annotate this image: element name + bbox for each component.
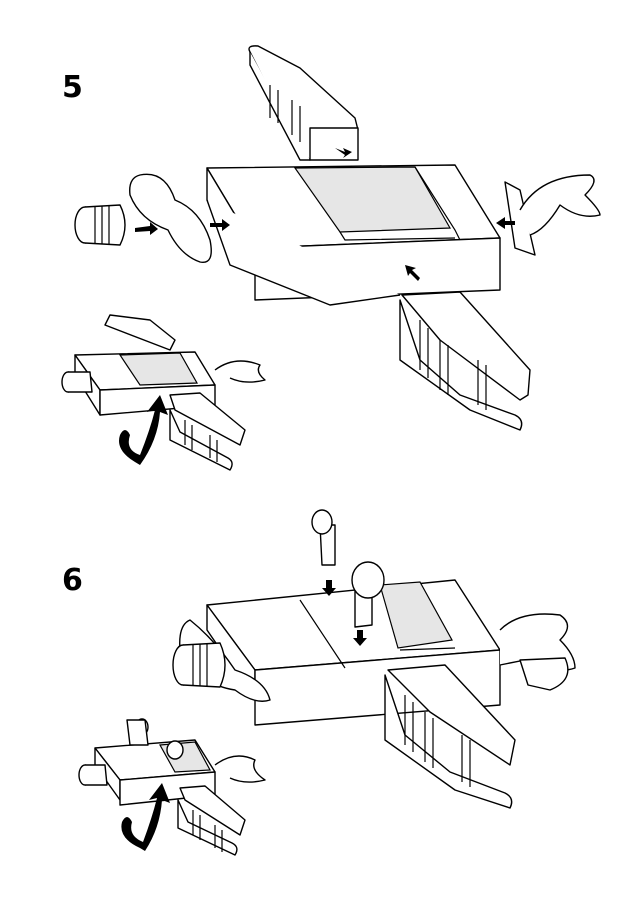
step6-tail [499, 613, 576, 691]
step5-propeller [74, 173, 212, 264]
step6-cockpit-parts [311, 509, 385, 646]
step5-bottom-wing [399, 291, 531, 431]
step-number-6: 6 [62, 563, 83, 598]
step5-top-wing [248, 45, 359, 161]
step5-tail [504, 174, 601, 256]
step6-propeller [172, 619, 271, 702]
step6-bottom-wing [384, 664, 516, 809]
step5-arrows [135, 148, 515, 281]
step5-thumbnail [61, 314, 266, 471]
step5-fuselage [206, 164, 501, 306]
step-number-5: 5 [62, 70, 83, 105]
step6-thumbnail [78, 718, 266, 856]
